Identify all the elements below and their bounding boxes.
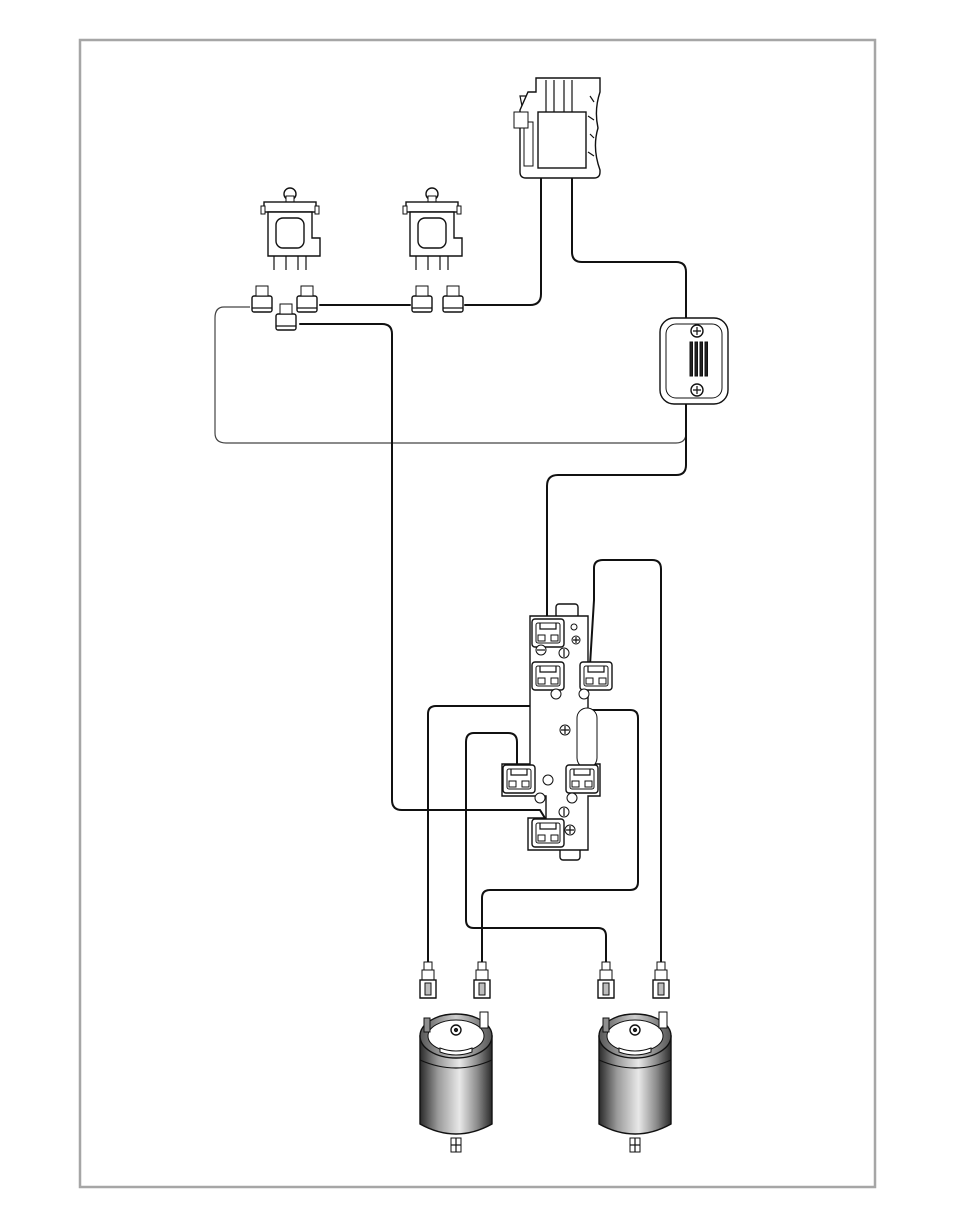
electronic-module-icon: [660, 318, 728, 404]
rocker-switch-left: [261, 188, 320, 270]
diagram-frame: [80, 40, 875, 1187]
dc-motor-left: [420, 1012, 492, 1152]
dc-motor-right: [599, 1012, 671, 1152]
motor-terminals: [420, 962, 669, 998]
rocker-switch-right: [403, 188, 462, 270]
rocker-switch-icon: [403, 188, 462, 270]
terminal-board-icon: [502, 604, 612, 860]
dc-motor-icon: [599, 1012, 671, 1152]
power-connector-icon: [514, 78, 600, 178]
dc-motor-icon: [420, 1012, 492, 1152]
rocker-switch-icon: [261, 188, 320, 270]
